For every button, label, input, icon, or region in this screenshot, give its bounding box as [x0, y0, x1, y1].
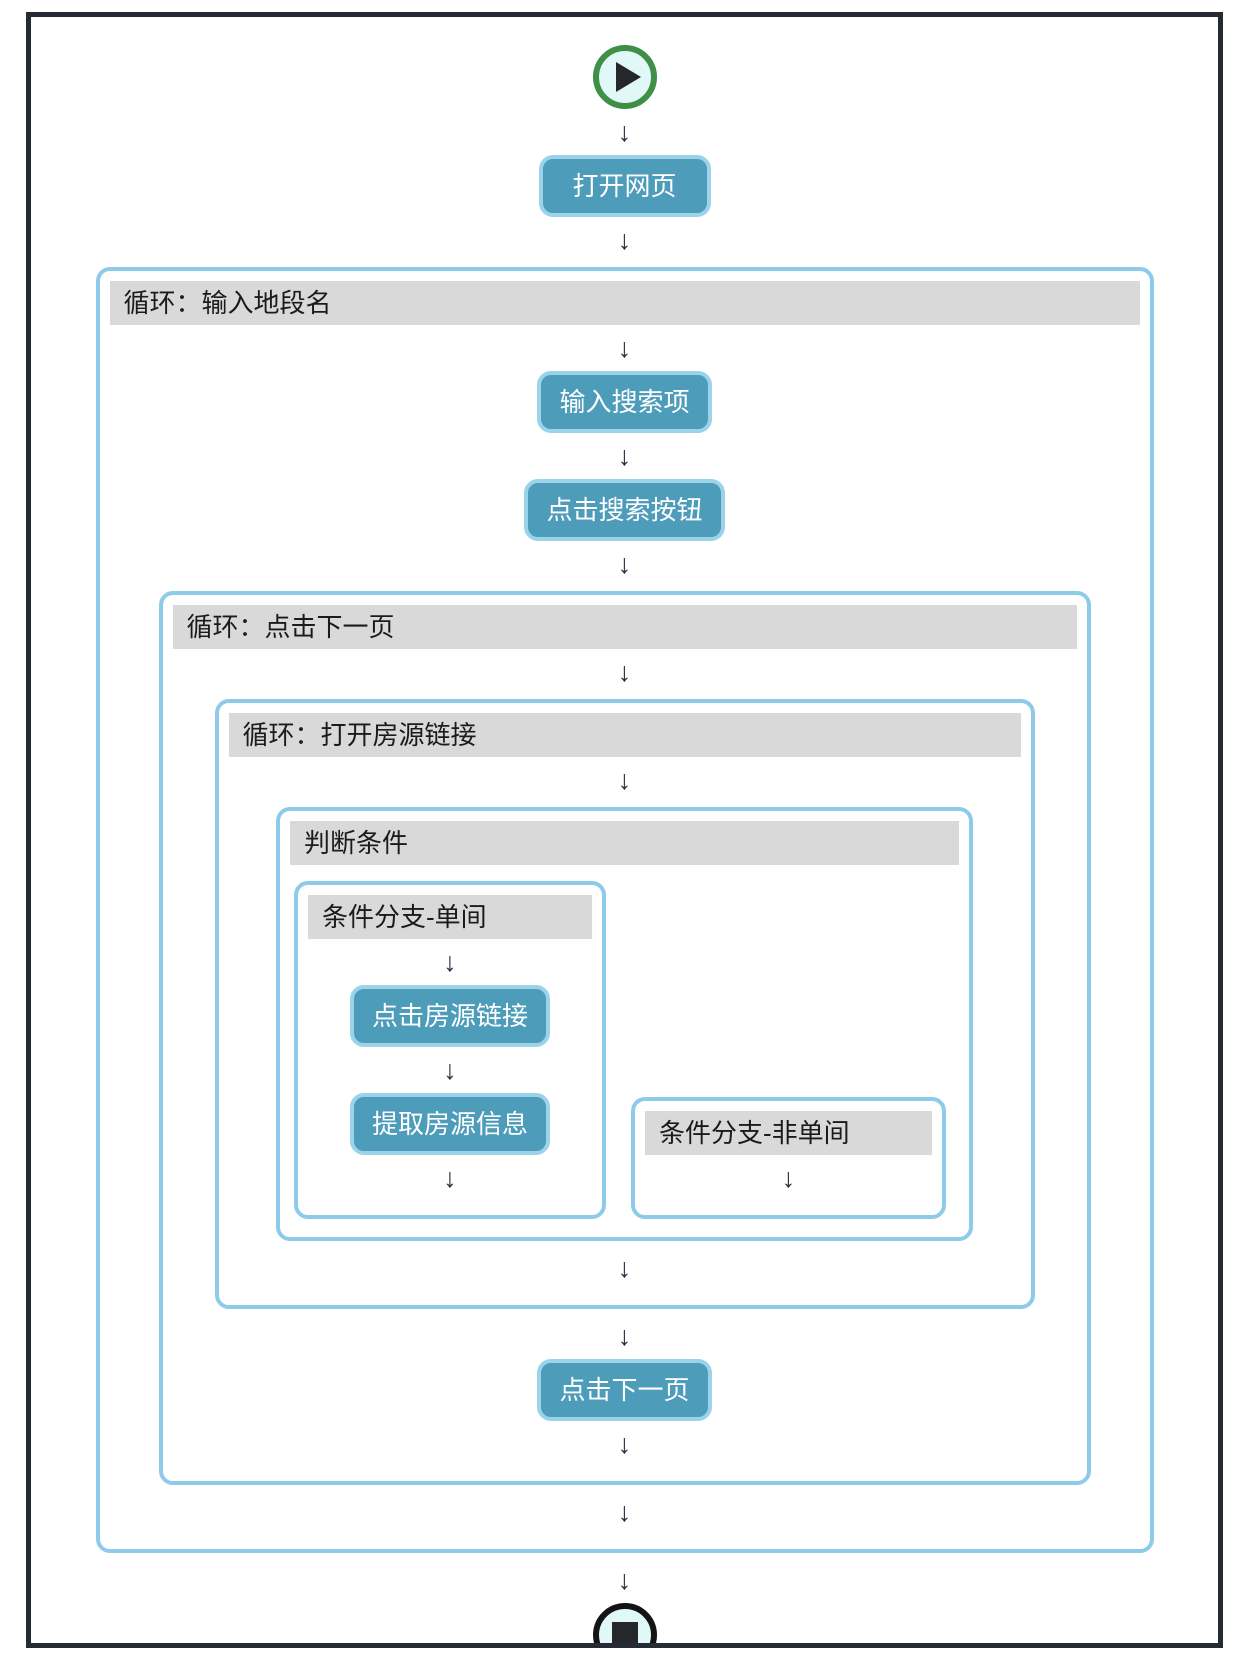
loop-header-input-district[interactable]: 循环：输入地段名	[109, 281, 1140, 325]
down-arrow: ↓	[617, 117, 632, 147]
flowchart: ↓ 打开网页 ↓ 循环：输入地段名 ↓ 输入搜索项 ↓ 点击搜索按钮 ↓ 循环：…	[31, 17, 1218, 1643]
condition-header[interactable]: 判断条件	[290, 821, 959, 865]
node-input-search-term[interactable]: 输入搜索项	[537, 371, 712, 433]
down-arrow: ↓	[617, 1497, 632, 1527]
loop-container-click-next-page: 循环：点击下一页 ↓ 循环：打开房源链接 ↓ 判断条件 条件分支-单间 ↓ 点击…	[158, 591, 1091, 1485]
down-arrow: ↓	[781, 1163, 796, 1193]
down-arrow: ↓	[617, 1429, 632, 1459]
down-arrow: ↓	[617, 1321, 632, 1351]
down-arrow: ↓	[617, 1565, 632, 1595]
down-arrow: ↓	[443, 1163, 457, 1193]
down-arrow: ↓	[443, 1055, 457, 1085]
node-open-webpage[interactable]: 打开网页	[538, 155, 711, 217]
node-click-search-button[interactable]: 点击搜索按钮	[524, 479, 725, 541]
branch-header-not-single-room[interactable]: 条件分支-非单间	[645, 1111, 932, 1155]
down-arrow: ↓	[443, 947, 457, 977]
down-arrow: ↓	[617, 225, 632, 255]
loop-header-click-next-page[interactable]: 循环：点击下一页	[172, 605, 1077, 649]
stop-node[interactable]	[592, 1603, 657, 1643]
loop-container-input-district: 循环：输入地段名 ↓ 输入搜索项 ↓ 点击搜索按钮 ↓ 循环：点击下一页 ↓ 循…	[95, 267, 1154, 1553]
down-arrow: ↓	[617, 765, 632, 795]
flow-canvas: ↓ 打开网页 ↓ 循环：输入地段名 ↓ 输入搜索项 ↓ 点击搜索按钮 ↓ 循环：…	[26, 12, 1223, 1648]
stop-icon	[611, 1622, 638, 1643]
node-click-listing-link[interactable]: 点击房源链接	[349, 985, 550, 1047]
down-arrow: ↓	[617, 549, 632, 579]
loop-header-open-listing-link[interactable]: 循环：打开房源链接	[228, 713, 1021, 757]
condition-branches: 条件分支-单间 ↓ 点击房源链接 ↓ 提取房源信息 ↓ 条件分支-非单间 ↓	[290, 877, 959, 1223]
branch-container-single-room: 条件分支-单间 ↓ 点击房源链接 ↓ 提取房源信息 ↓	[294, 881, 606, 1219]
down-arrow: ↓	[617, 441, 632, 471]
loop-container-open-listing-link: 循环：打开房源链接 ↓ 判断条件 条件分支-单间 ↓ 点击房源链接 ↓ 提取房源…	[214, 699, 1035, 1309]
start-node[interactable]	[592, 45, 657, 109]
branch-container-not-single-room: 条件分支-非单间 ↓	[631, 1097, 946, 1219]
down-arrow: ↓	[617, 1253, 632, 1283]
down-arrow: ↓	[617, 333, 632, 363]
play-icon	[615, 62, 641, 92]
condition-container: 判断条件 条件分支-单间 ↓ 点击房源链接 ↓ 提取房源信息 ↓	[276, 807, 973, 1241]
down-arrow: ↓	[617, 657, 632, 687]
node-extract-listing-info[interactable]: 提取房源信息	[349, 1093, 550, 1155]
branch-header-single-room[interactable]: 条件分支-单间	[308, 895, 592, 939]
node-click-next-page[interactable]: 点击下一页	[537, 1359, 712, 1421]
